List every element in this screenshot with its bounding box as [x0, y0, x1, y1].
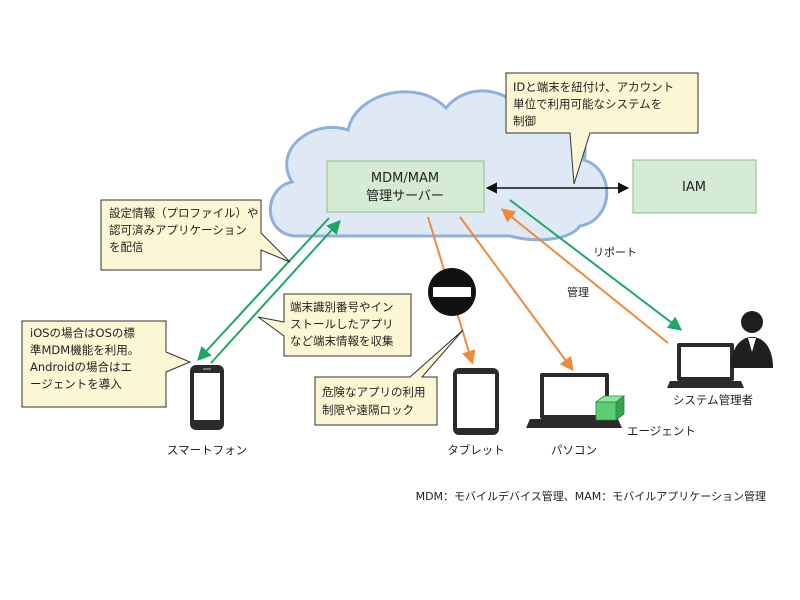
svg-text:IDと端末を紐付け、アカウント 単位で利用可能な: IDと端末を紐付け、アカウント 単位で利用可能なシステムを 制御: [513, 80, 678, 128]
collect-callout: 端末識別番号やイン ストールしたアプリ など端末情報を収集: [257, 293, 412, 357]
report-arrow: [509, 199, 683, 331]
admin-laptop-icon: [667, 343, 744, 388]
collect-arrow: [210, 219, 341, 364]
agent-cube-icon: [594, 395, 626, 421]
svg-text:危険なアプリの利用 制限や遠隔ロック: 危険なアプリの利用 制限や遠隔ロック: [322, 385, 429, 417]
no-entry-icon: [428, 268, 476, 316]
distribute-arrow: [197, 217, 330, 362]
iam-box: IAM: [632, 159, 757, 214]
svg-text:設定情報（プロファイル）や 認可済みアプリケーシ: 設定情報（プロファイル）や 認可済みアプリケーション を配信: [109, 206, 262, 254]
footnote: MDM：モバイルデバイス管理、MAM：モバイルアプリケーション管理: [416, 489, 766, 503]
pc-device: [526, 373, 622, 428]
manage-arrow: [500, 208, 669, 344]
pc-label: パソコン: [551, 443, 597, 457]
mdm-mam-server: MDM/MAM 管理サーバー: [326, 160, 485, 213]
report-label: リポート: [593, 246, 637, 259]
iam-label: IAM: [682, 180, 706, 195]
manage-label: 管理: [567, 285, 589, 299]
svg-text:端末識別番号やイン ストールしたアプリ: 端末識別番号やイン ストールしたアプリ など端末情報を収集: [290, 300, 397, 348]
admin-label: システム管理者: [673, 393, 753, 407]
server-label-line1: MDM/MAM: [371, 171, 439, 186]
ios-note-callout: iOSの場合はOSの標 準MDM機能を利用。 Androidの場合はエ ージェン…: [21, 320, 192, 408]
pc-arrow: [459, 216, 574, 372]
tablet-label: タブレット: [447, 443, 505, 457]
server-label-line2: 管理サーバー: [366, 189, 444, 204]
distribute-callout: 設定情報（プロファイル）や 認可済みアプリケーション を配信: [100, 199, 291, 271]
svg-text:iOSの場合はOSの標 準MDM機能を利用。: iOSの場合はOSの標 準MDM機能を利用。 Androidの場合はエ ージェン…: [30, 326, 143, 391]
smartphone-device: [190, 365, 224, 430]
restrict-callout: 危険なアプリの利用 制限や遠隔ロック: [314, 329, 464, 426]
agent-label: エージェント: [627, 424, 696, 438]
iam-note-callout: IDと端末を紐付け、アカウント 単位で利用可能なシステムを 制御: [505, 72, 699, 185]
tablet-device: [453, 368, 499, 435]
smartphone-label: スマートフォン: [167, 443, 247, 457]
administrator-person-icon: [731, 311, 773, 368]
